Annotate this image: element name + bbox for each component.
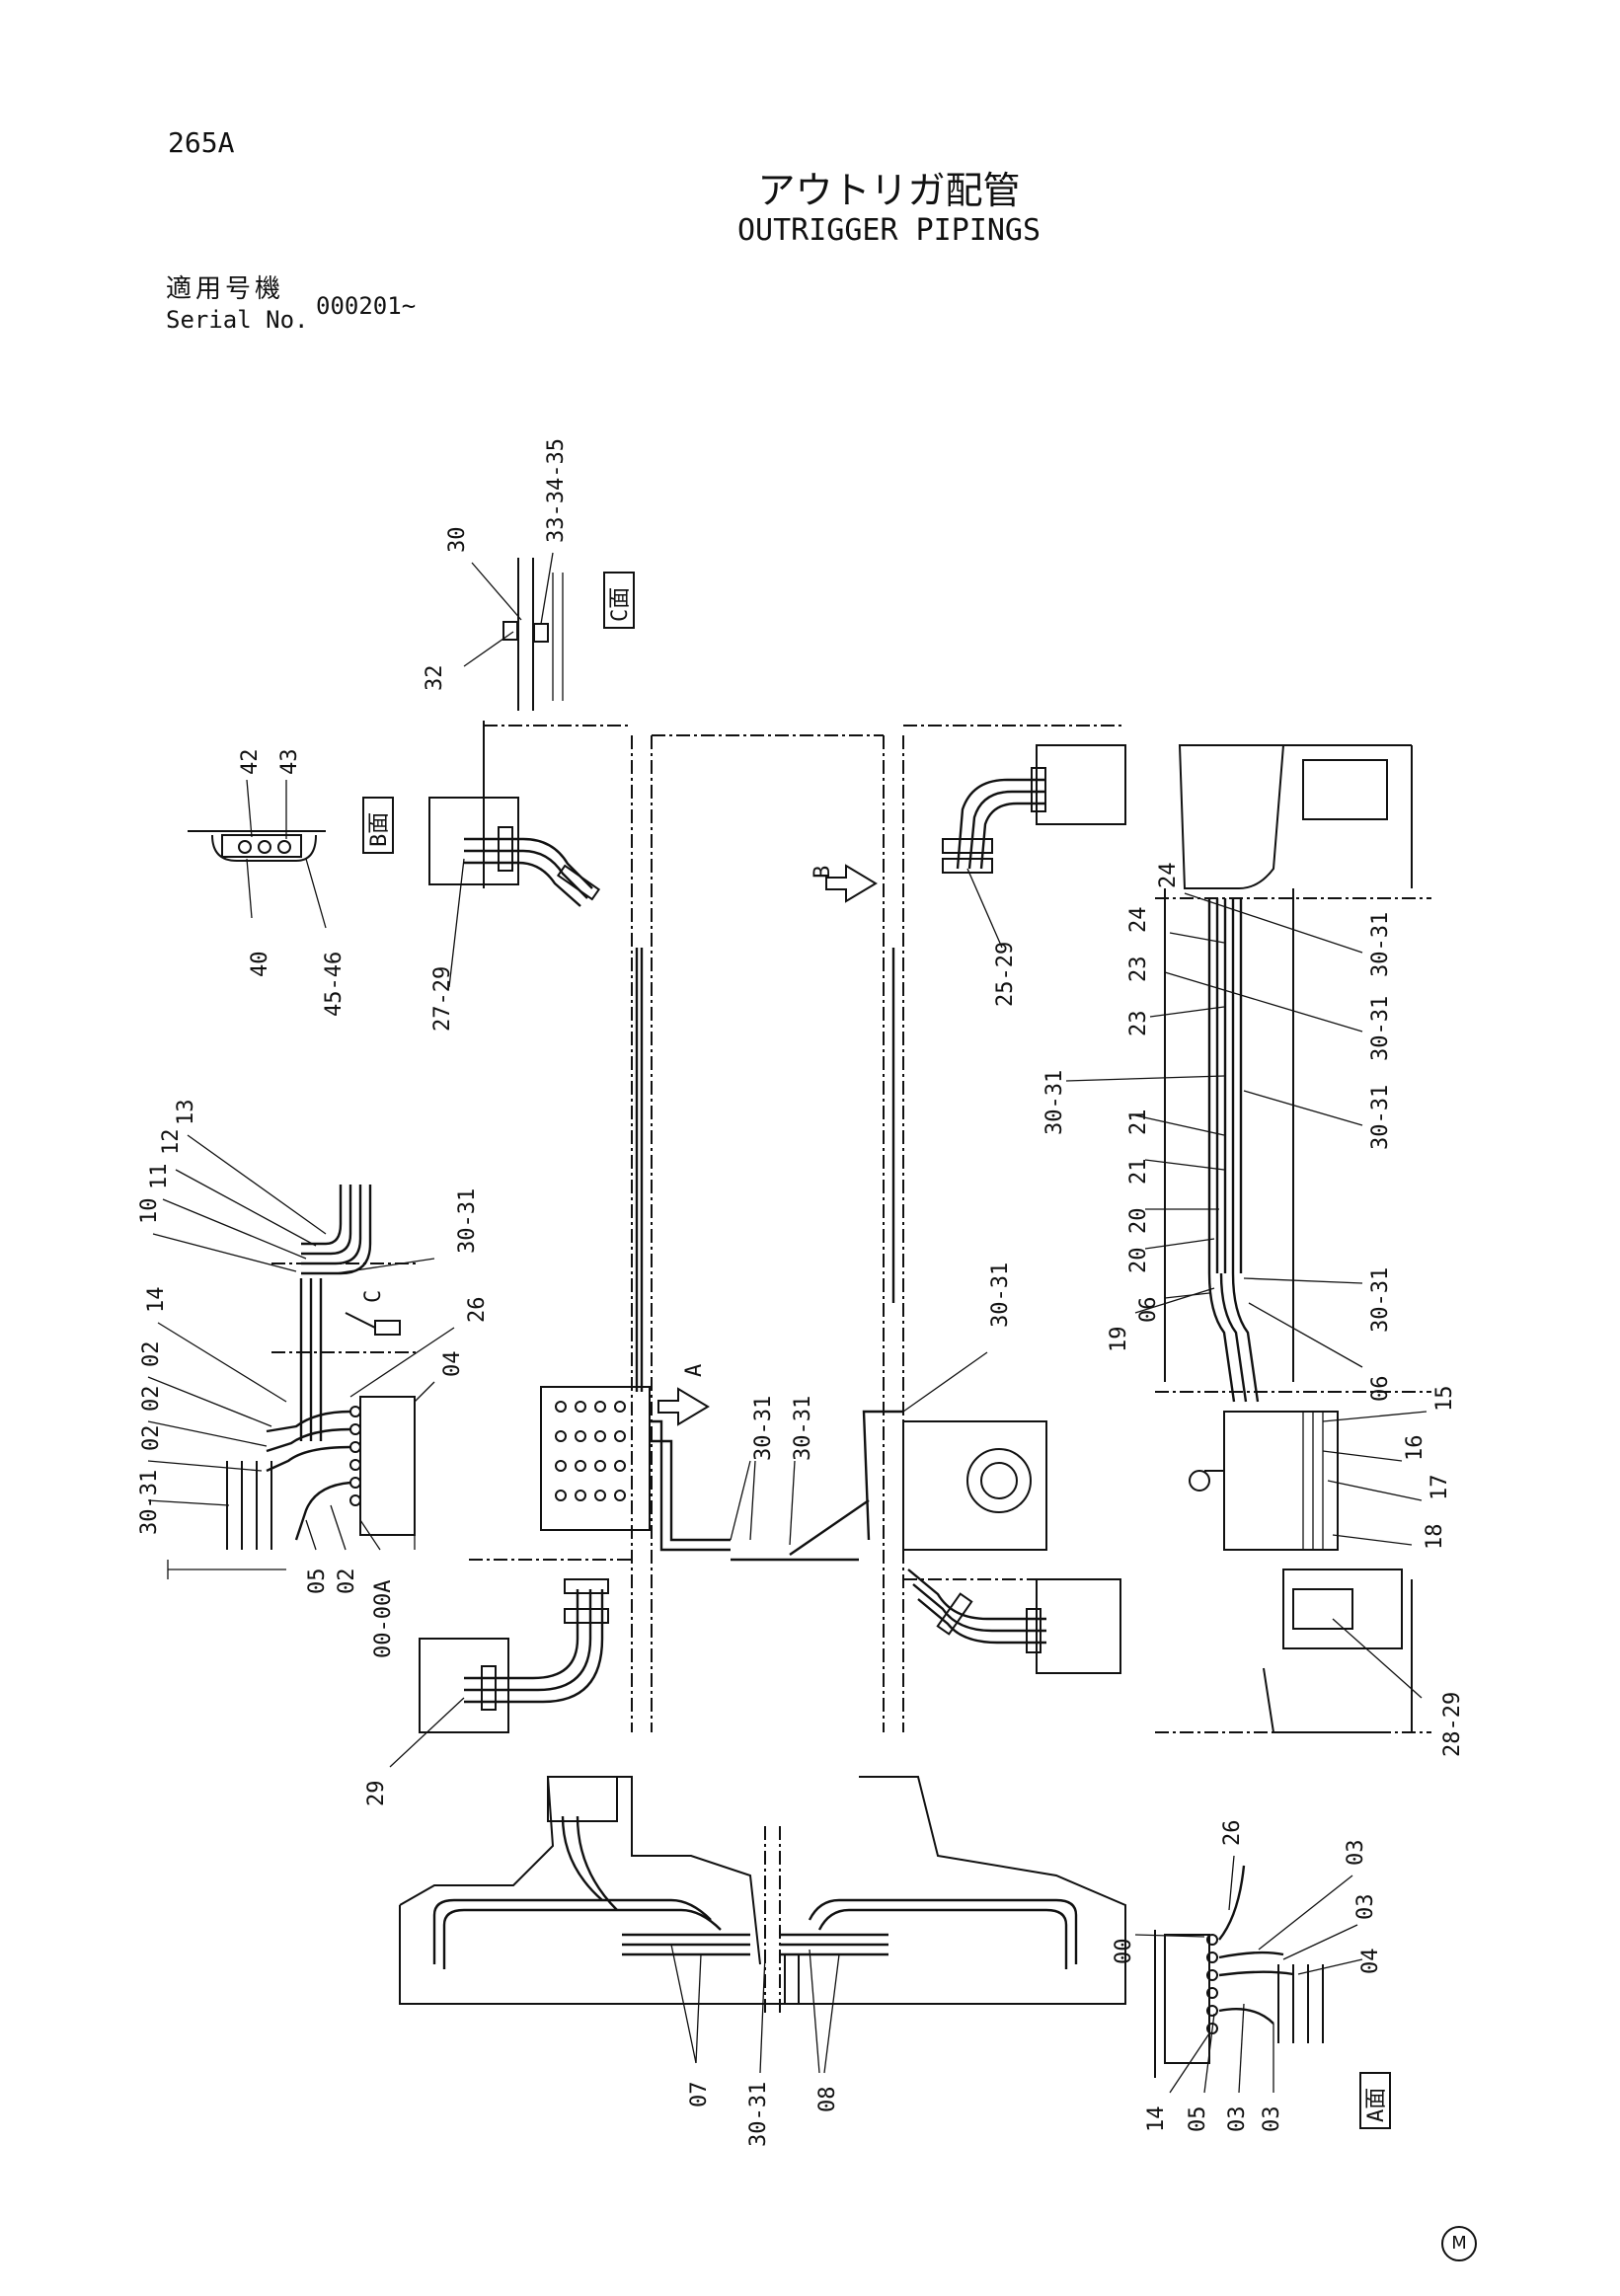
- callout-02-c: 02: [139, 1425, 164, 1452]
- callout-02-b: 02: [139, 1386, 164, 1413]
- callout-17: 17: [1427, 1475, 1452, 1501]
- callout-05: 05: [305, 1569, 330, 1595]
- arrow-b-label: B: [810, 866, 835, 879]
- callout-a-03-a: 03: [1344, 1840, 1368, 1867]
- callout-12: 12: [159, 1129, 184, 1156]
- callout-a-05: 05: [1186, 2106, 1210, 2133]
- callout-29: 29: [364, 1781, 389, 1807]
- callout-02-d: 02: [335, 1569, 359, 1595]
- callout-13: 13: [174, 1100, 198, 1126]
- maker-mark: M: [1441, 2226, 1477, 2261]
- callout-b-42: 42: [238, 749, 263, 776]
- view-a-callouts: 26 03 03 00 04 14 05 03 03 A面: [1112, 1820, 1391, 2133]
- bottom-front-view: [399, 1776, 1126, 2014]
- bottom-callouts: 07 30-31 08: [670, 1944, 840, 2147]
- callout-26: 26: [465, 1297, 490, 1324]
- callout-c-33-34-35: 33-34-35: [544, 438, 569, 543]
- callout-28-29: 28-29: [1440, 1692, 1465, 1757]
- callout-20-a: 20: [1126, 1208, 1151, 1235]
- view-a-detail: [1154, 1865, 1324, 2078]
- view-c-box: [603, 572, 635, 629]
- callout-a-04: 04: [1358, 1949, 1383, 1975]
- callout-06-b: 06: [1368, 1376, 1393, 1403]
- callout-10: 10: [137, 1198, 162, 1225]
- callout-a-00: 00: [1112, 1939, 1136, 1965]
- callout-a-03-b: 03: [1353, 1894, 1378, 1921]
- callout-15: 15: [1432, 1386, 1457, 1413]
- right-group: [1155, 744, 1431, 1733]
- callout-30-31-a: 30-31: [751, 1396, 776, 1461]
- callout-30-31-r5: 30-31: [1368, 1267, 1393, 1333]
- callout-c-32: 32: [423, 665, 447, 692]
- callout-21-b: 21: [1126, 1159, 1151, 1186]
- callout-24-b: 24: [1126, 907, 1151, 934]
- callout-14: 14: [144, 1287, 169, 1314]
- callout-30-31-r1: 30-31: [1368, 912, 1393, 977]
- callout-06-a: 06: [1136, 1297, 1161, 1324]
- callout-20-b: 20: [1126, 1248, 1151, 1274]
- callout-a-26: 26: [1220, 1820, 1245, 1847]
- callout-b-40: 40: [248, 952, 272, 978]
- main-frame-callouts: 27-29 25-29 29 30-31 30-31 30-31: [364, 858, 1018, 1807]
- callout-04: 04: [440, 1351, 465, 1378]
- left-valve-group: C: [167, 1185, 420, 1579]
- view-c-label: C面: [608, 587, 633, 622]
- callout-27-29: 27-29: [430, 966, 455, 1032]
- serial-label-japanese: 適用号機: [166, 274, 285, 304]
- main-frame: B A: [419, 721, 1126, 1733]
- callout-30-31-r2: 30-31: [1368, 996, 1393, 1061]
- callout-07: 07: [687, 2082, 712, 2108]
- callout-c-30: 30: [445, 527, 470, 554]
- callout-02-a: 02: [139, 1341, 164, 1368]
- callout-08: 08: [815, 2087, 840, 2113]
- callout-00-00a: 00-00A: [371, 1580, 396, 1658]
- right-group-callouts: 24 24 23 23 30-31 30-31 30-31 21 21 30-3…: [1042, 863, 1465, 1758]
- view-b-label: B面: [367, 812, 392, 847]
- callout-25-29: 25-29: [993, 942, 1018, 1007]
- callout-a-03-c: 03: [1225, 2106, 1250, 2133]
- callout-18: 18: [1423, 1524, 1447, 1551]
- callout-30-31-bottom: 30-31: [746, 2082, 771, 2147]
- serial-label-english: Serial No.: [166, 306, 309, 334]
- view-b-detail: 42 43 40 45-46 B面: [188, 749, 394, 1017]
- page-code: 265A: [168, 126, 235, 159]
- arrow-a-label: A: [682, 1364, 707, 1377]
- callout-30-31-top: 30-31: [455, 1188, 480, 1254]
- callout-30-31-r3: 30-31: [1042, 1070, 1067, 1135]
- callout-30-31-left: 30-31: [137, 1470, 162, 1535]
- callout-24-a: 24: [1156, 863, 1181, 889]
- callout-23-a: 23: [1126, 957, 1151, 983]
- callout-30-31-b: 30-31: [791, 1396, 815, 1461]
- callout-a-14: 14: [1144, 2106, 1169, 2133]
- callout-11: 11: [147, 1164, 172, 1190]
- arrow-c-label: C: [361, 1290, 386, 1303]
- title-english: OUTRIGGER PIPINGS: [736, 213, 1041, 248]
- callout-a-03-d: 03: [1260, 2106, 1284, 2133]
- title-japanese: アウトリガ配管: [757, 169, 1021, 212]
- view-a-label: A面: [1364, 2088, 1389, 2122]
- view-a-box: [1359, 2072, 1391, 2129]
- callout-30-31-c: 30-31: [988, 1263, 1013, 1328]
- left-valve-callouts: 13 12 11 10 14 02 02 02 30-31 05 02 00-0…: [137, 1100, 490, 1659]
- callout-b-43: 43: [277, 749, 302, 776]
- view-b-box: [362, 797, 394, 854]
- callout-16: 16: [1403, 1435, 1427, 1462]
- callout-19: 19: [1107, 1327, 1131, 1353]
- view-c-detail: 30 33-34-35 32 C面: [423, 438, 635, 711]
- callout-30-31-r4: 30-31: [1368, 1085, 1393, 1150]
- serial-value: 000201~: [316, 292, 417, 320]
- callout-b-45-46: 45-46: [322, 952, 347, 1017]
- callout-23-b: 23: [1126, 1011, 1151, 1037]
- callout-21-a: 21: [1126, 1110, 1151, 1136]
